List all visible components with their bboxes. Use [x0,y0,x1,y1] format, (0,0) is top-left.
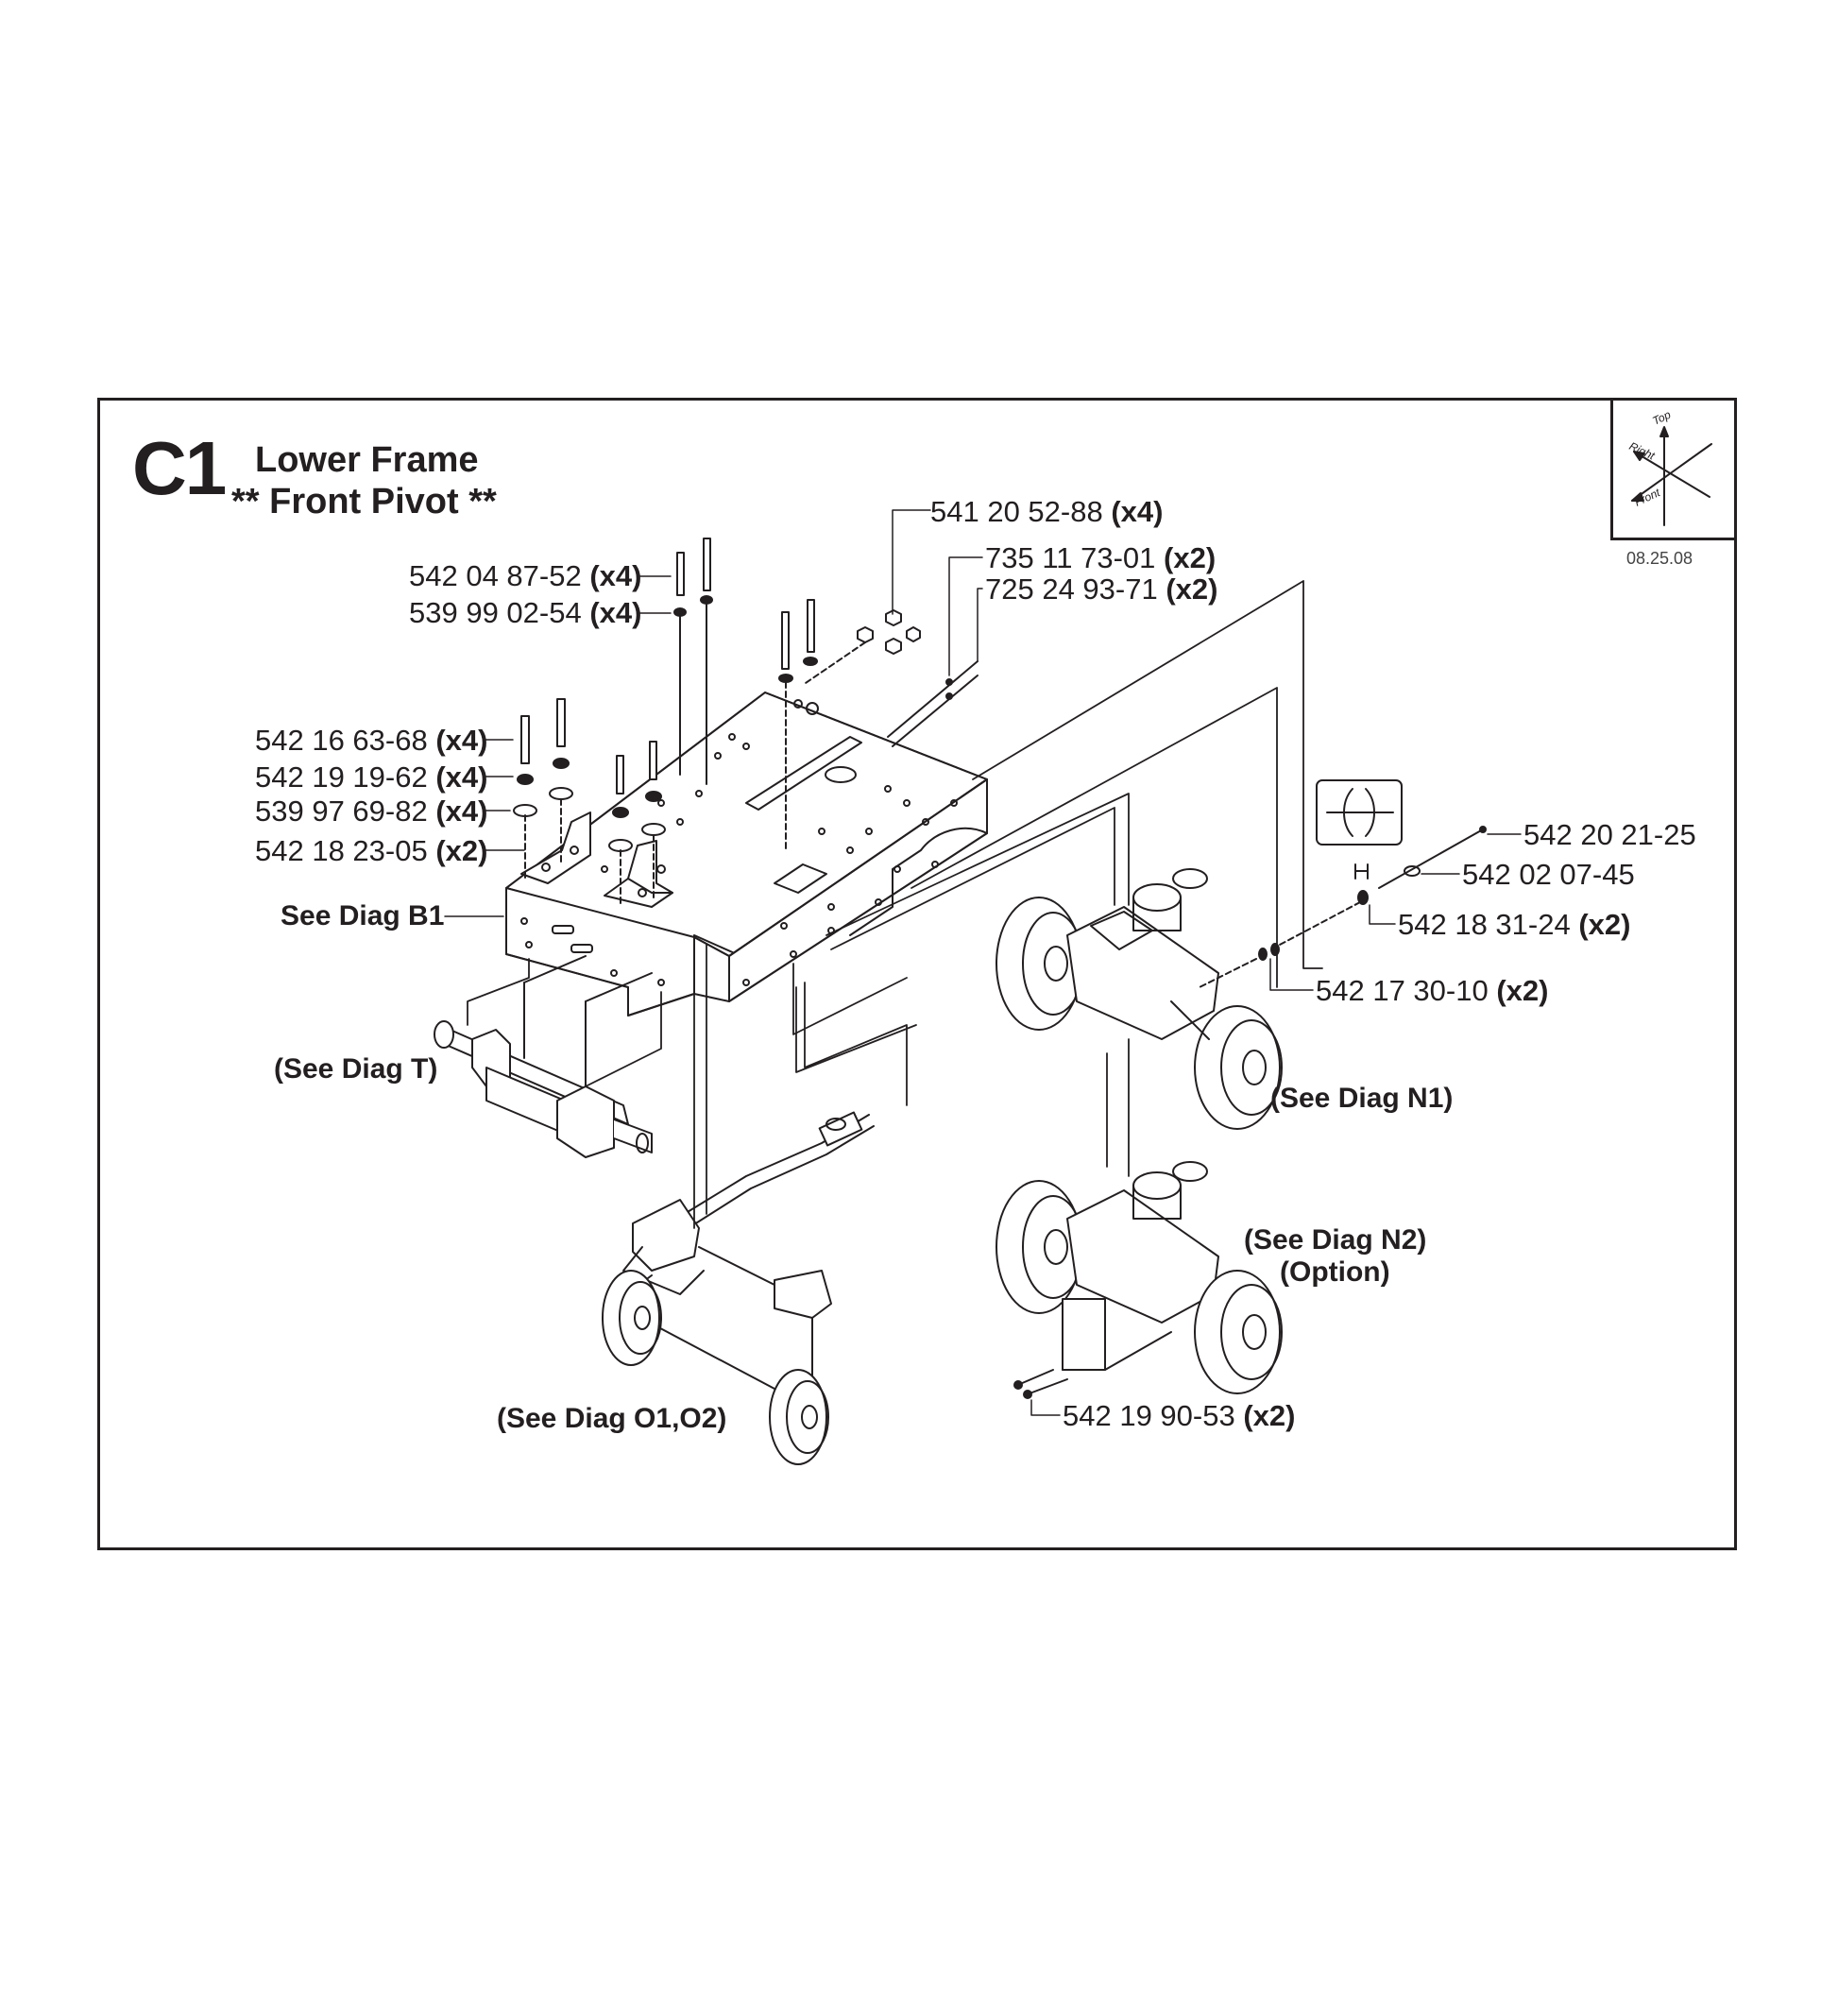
revision-date: 08.25.08 [1626,549,1693,568]
part-number: 539 99 02-54 [409,596,582,629]
part-number: 542 16 63-68 [255,724,428,757]
part-callout-542-19-90-53: 542 19 90-53 (x2) [1063,1401,1295,1430]
part-number: 542 19 90-53 [1063,1399,1235,1432]
part-callout-542-04-87-52: 542 04 87-52 (x4) [409,561,641,590]
compass-front-label: Front [1632,486,1662,509]
part-quantity: (x4) [435,724,488,757]
front-axle-assembly [434,955,653,1158]
reference-see-diag-n2: (See Diag N2) [1244,1224,1427,1256]
part-number: 542 20 21-25 [1523,818,1696,851]
part-number: 542 17 30-10 [1316,974,1489,1007]
part-number: 539 97 69-82 [255,794,428,828]
part-number: 542 18 23-05 [255,834,428,867]
orientation-compass-icon: Top Right Front [1627,408,1712,526]
part-callout-542-18-31-24: 542 18 31-24 (x2) [1398,910,1630,939]
part-quantity: (x4) [435,760,488,794]
orientation-compass-box [1610,398,1737,540]
part-quantity: (x4) [589,596,642,629]
reference-see-diag-t: (See Diag T) [274,1053,438,1085]
part-quantity: (x2) [1164,541,1217,574]
part-callout-541-20-52-88: 541 20 52-88 (x4) [930,497,1163,526]
part-number: 735 11 73-01 [985,541,1156,574]
assembly-guide-lines [467,580,1323,1229]
part-callout-542-20-21-25: 542 20 21-25 [1523,820,1696,849]
reference-n2-option: (Option) [1280,1256,1390,1288]
reference-see-diag-b1: See Diag B1 [281,900,445,931]
part-quantity: (x4) [589,559,642,592]
part-callout-542-19-19-62: 542 19 19-62 (x4) [255,762,487,792]
rear-axle-assembly-n1 [996,868,1283,1130]
part-callout-542-17-30-10: 542 17 30-10 (x2) [1316,976,1548,1005]
part-quantity: (x2) [1166,572,1218,606]
part-number: 542 02 07-45 [1462,858,1635,891]
compass-top-label: Top [1650,408,1673,428]
part-quantity: (x2) [1496,974,1549,1007]
compass-right-label: Right [1627,439,1658,463]
diagram-code: C1 [132,426,227,510]
part-quantity: (x2) [1243,1399,1296,1432]
part-callout-539-97-69-82: 539 97 69-82 (x4) [255,796,487,826]
part-number: 542 18 31-24 [1398,908,1571,941]
part-quantity: (x2) [435,834,488,867]
part-number: 725 24 93-71 [985,572,1158,606]
part-callout-542-02-07-45: 542 02 07-45 [1462,860,1635,889]
part-callout-539-99-02-54: 539 99 02-54 (x4) [409,598,641,627]
part-callout-542-16-63-68: 542 16 63-68 (x4) [255,726,487,755]
part-callout-725-24-93-71: 725 24 93-71 (x2) [985,574,1217,604]
rear-axle-assembly-n2 [996,1161,1283,1399]
diagram-subtitle: ** Front Pivot ** [231,482,497,521]
front-wheel-carrier-assembly [602,1111,875,1465]
diagram-frame [97,398,1737,1550]
pivot-pin-detail [1199,779,1487,988]
part-quantity: (x4) [1111,495,1164,528]
part-number: 542 04 87-52 [409,559,582,592]
part-number: 541 20 52-88 [930,495,1103,528]
bolt-stacks [513,538,979,908]
part-number: 542 19 19-62 [255,760,428,794]
diagram-title: Lower Frame [255,440,479,480]
reference-see-diag-n1: (See Diag N1) [1270,1083,1454,1114]
part-callout-735-11-73-01: 735 11 73-01 (x2) [985,543,1216,572]
reference-see-diag-o1-o2: (See Diag O1,O2) [497,1403,727,1434]
part-quantity: (x2) [1578,908,1631,941]
part-quantity: (x4) [435,794,488,828]
leader-lines [444,509,1522,1416]
part-callout-542-18-23-05: 542 18 23-05 (x2) [255,836,487,865]
